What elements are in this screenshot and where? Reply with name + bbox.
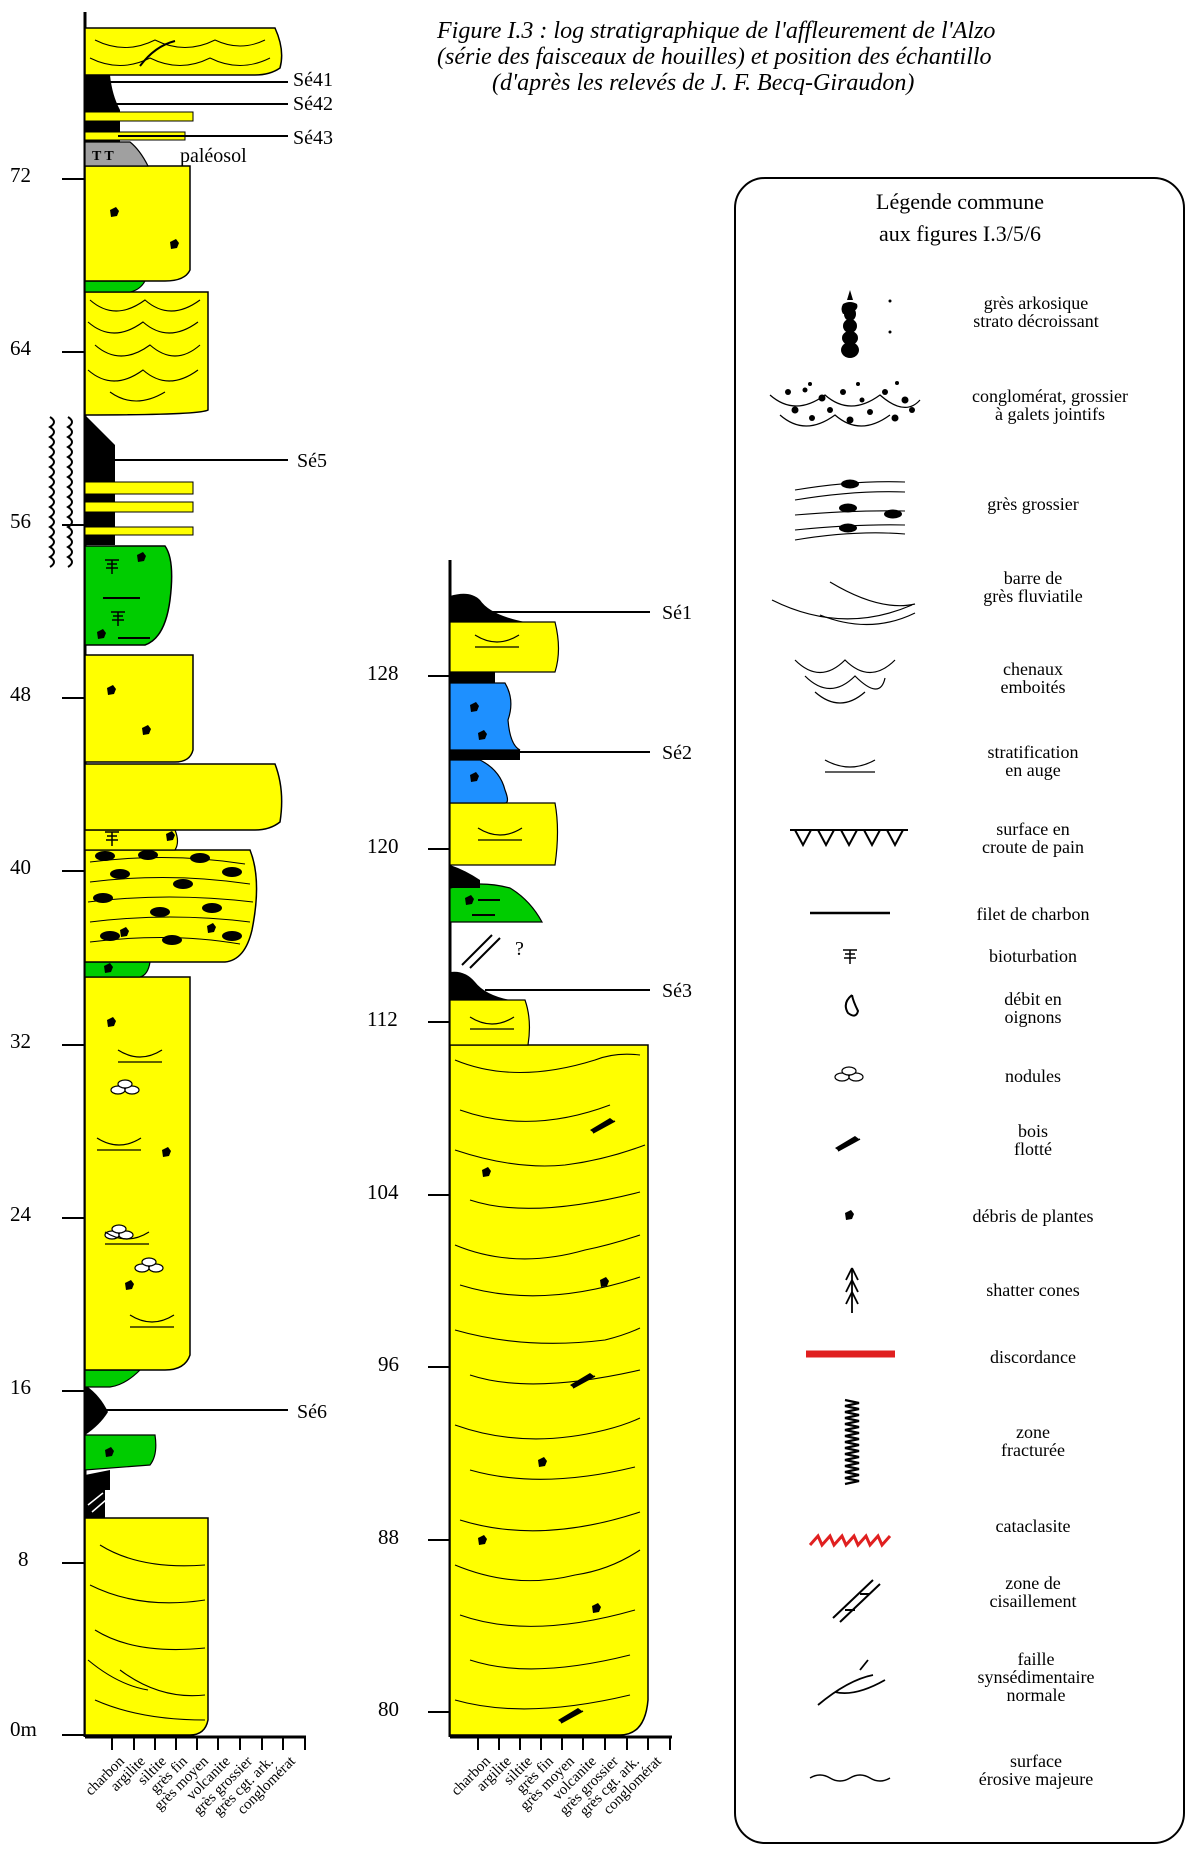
right-depth-tick: 96 [378, 1352, 399, 1376]
fluvial-bar-sandstone [450, 1045, 648, 1735]
coarse-sandstone-bed [85, 850, 257, 962]
left-depth-tick: 24 [10, 1202, 32, 1226]
left-depth-tick: 40 [10, 855, 31, 879]
title-line-1: Figure I.3 : log stratigraphique de l'af… [436, 18, 995, 44]
legend-item-label: cisaillement [990, 1591, 1077, 1611]
sample-label: Sé5 [297, 450, 327, 472]
sample-label: Sé3 [662, 980, 692, 1002]
legend-title-line-1: Légende commune [876, 189, 1044, 214]
legend-item-label: faille [1018, 1649, 1055, 1669]
right-depth-tick: 112 [367, 1007, 398, 1031]
legend-item-label: en auge [1005, 760, 1060, 780]
left-depth-tick: 64 [10, 336, 32, 360]
legend-item-label: synsédimentaire [978, 1667, 1095, 1687]
left-depth-tick: 72 [10, 163, 31, 187]
left-depth-tick: 48 [10, 682, 31, 706]
legend-title-line-2: aux figures I.3/5/6 [879, 221, 1041, 246]
legend-item-label: emboités [1001, 677, 1066, 697]
sample-label: Sé43 [293, 127, 333, 149]
siltstone-bed [85, 1435, 156, 1470]
legend-item-label: discordance [990, 1347, 1076, 1367]
title-line-2: (série des faisceaux de houilles) et pos… [437, 44, 992, 70]
title-line-3: (d'après les relevés de J. F. Becq-Girau… [492, 70, 914, 96]
sandstone-bed [85, 977, 190, 1370]
blue-bed [450, 683, 520, 750]
svg-text:T T: T T [92, 149, 114, 164]
legend-item-label: grès arkosique [984, 293, 1088, 313]
siltstone-bed [85, 546, 172, 645]
right-depth-tick: 80 [378, 1697, 399, 1721]
right-log-column: 80 88 96 104 112 120 128 ? [367, 560, 692, 1820]
left-depth-tick: 32 [10, 1029, 31, 1053]
coal-bed [85, 1385, 108, 1435]
coal-bed [85, 415, 115, 545]
sample-label: Sé41 [293, 69, 333, 91]
right-depth-tick: 120 [367, 834, 399, 858]
left-log-column: 0m 8 16 24 32 40 48 56 64 72 [10, 12, 333, 1820]
right-depth-tick: 128 [367, 661, 399, 685]
legend-item-label: flotté [1014, 1139, 1052, 1159]
legend-item-label: barre de [1004, 568, 1062, 588]
legend-item-label: bois [1018, 1121, 1048, 1141]
right-depth-tick: 88 [378, 1525, 399, 1549]
legend-item-label: surface [1010, 1751, 1062, 1771]
right-grain-axis-labels: charbon argilite siltite grès fin grès m… [448, 1753, 665, 1820]
legend-item-label: conglomérat, grossier [972, 386, 1128, 406]
legend-item-label: nodules [1005, 1066, 1061, 1086]
nested-channels-bed [85, 292, 208, 415]
legend-item-label: filet de charbon [977, 904, 1090, 924]
sample-label: Sé42 [293, 93, 333, 115]
right-depth-tick: 104 [367, 1180, 399, 1204]
legend-item-label: grès fluviatile [983, 586, 1082, 606]
legend-item-label: grès grossier [987, 494, 1078, 514]
question-mark: ? [515, 938, 524, 960]
legend-item-label: croute de pain [982, 837, 1084, 857]
sample-label: Sé6 [297, 1401, 327, 1423]
paleosol-label: paléosol [180, 145, 247, 167]
legend-item-label: surface en [996, 819, 1069, 839]
legend-item-label: cataclasite [996, 1516, 1071, 1536]
sample-label: Sé2 [662, 742, 692, 764]
legend-item-label: à galets jointifs [995, 404, 1105, 424]
legend-item-label: bioturbation [989, 946, 1077, 966]
legend-item-label: oignons [1004, 1007, 1061, 1027]
legend-item-label: stratification [988, 742, 1079, 762]
left-depth-tick: 16 [10, 1375, 31, 1399]
legend-item-label: chenaux [1003, 659, 1063, 679]
sample-label: Sé1 [662, 602, 692, 624]
legend-item-label: zone [1016, 1422, 1050, 1442]
legend-item-label: normale [1007, 1685, 1066, 1705]
legend-item-label: zone de [1005, 1573, 1060, 1593]
legend-item-label: strato décroissant [973, 311, 1098, 331]
left-grain-axis-labels: charbon argilite siltite grès fin grès m… [82, 1753, 299, 1820]
legend-item-label: érosive majeure [979, 1769, 1093, 1789]
left-depth-tick: 8 [18, 1547, 29, 1571]
legend-item-label: débit en [1004, 989, 1061, 1009]
sandstone-bed [85, 1518, 208, 1735]
figure-title: Figure I.3 : log stratigraphique de l'af… [436, 18, 995, 96]
legend-item-label: fracturée [1001, 1440, 1065, 1460]
left-depth-tick: 0m [10, 1717, 37, 1741]
legend-item-label: shatter cones [986, 1280, 1079, 1300]
legend-item-label: débris de plantes [973, 1206, 1094, 1226]
left-depth-tick: 56 [10, 509, 31, 533]
blue-bed [450, 760, 508, 803]
legend-box: Légende commune aux figures I.3/5/6 [735, 178, 1184, 1843]
